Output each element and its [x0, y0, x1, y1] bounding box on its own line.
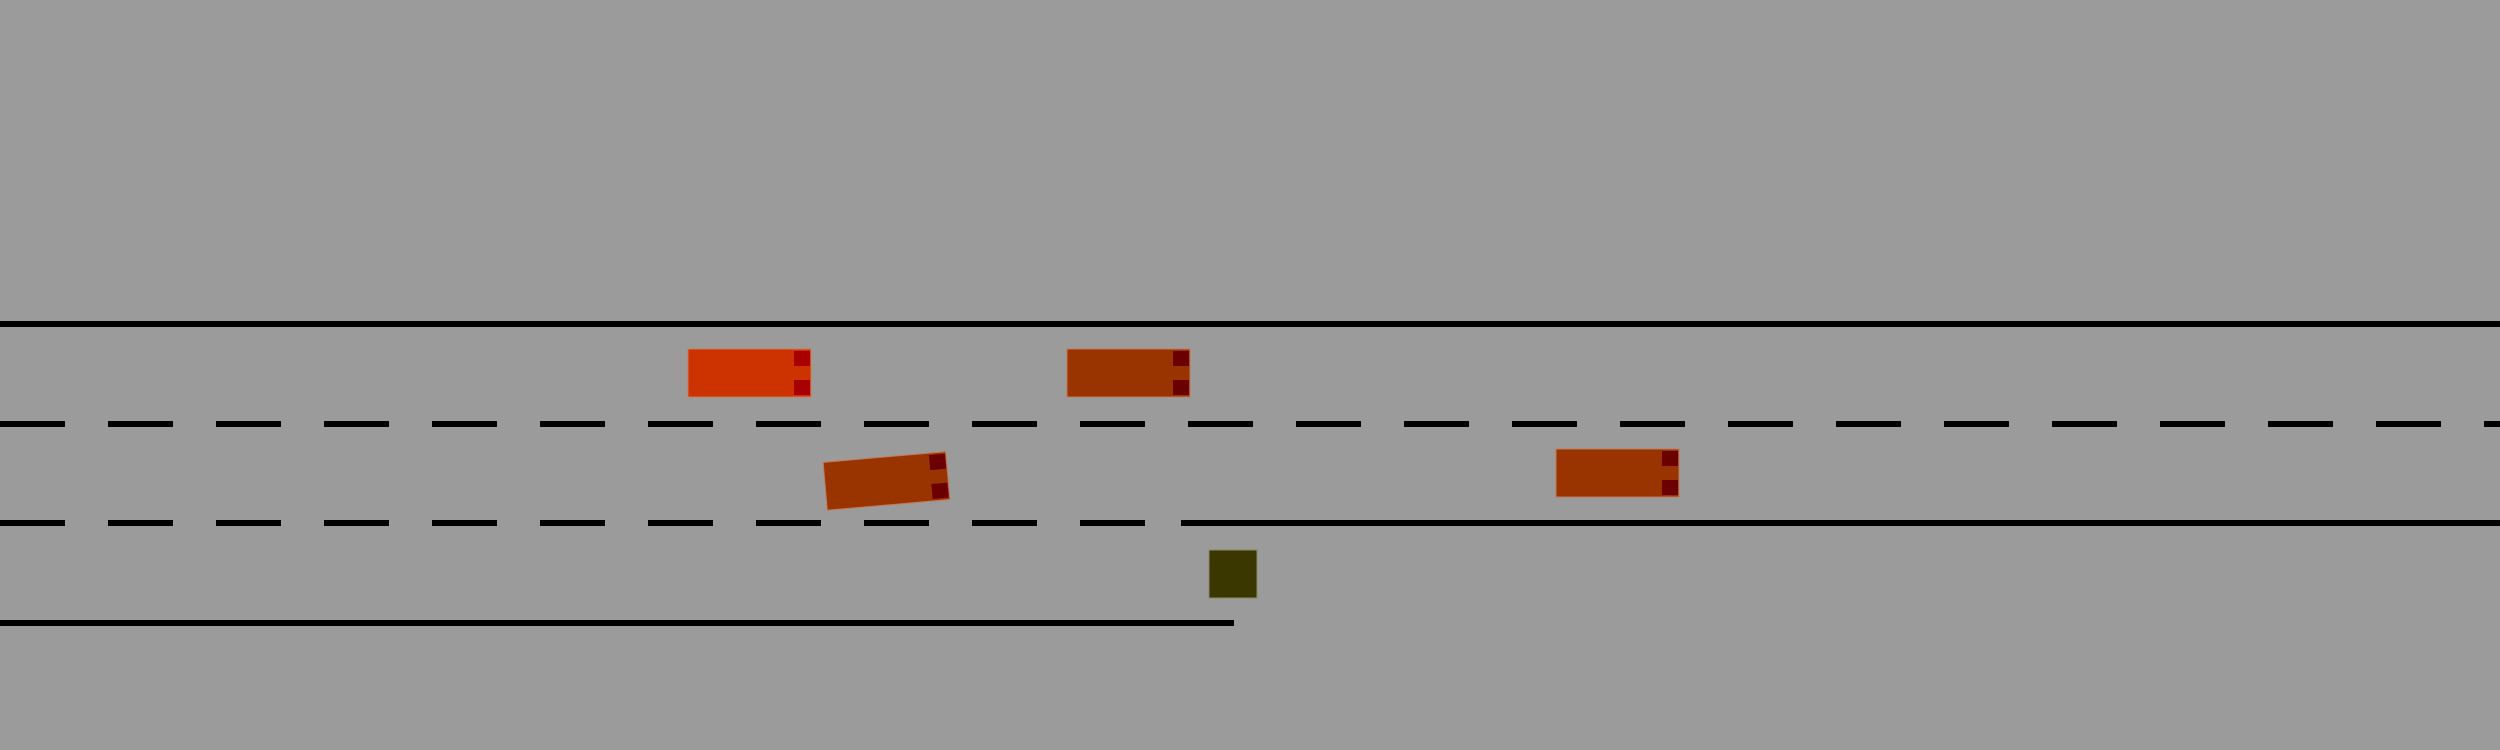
vehicle-body — [1555, 448, 1680, 498]
vehicle-body — [1066, 348, 1191, 398]
headlight-left — [928, 453, 947, 471]
headlight-left — [794, 351, 810, 366]
vehicle-car-4 — [1555, 448, 1680, 498]
vehicle-body — [822, 451, 951, 511]
headlight-left — [1662, 451, 1678, 466]
headlight-right — [1173, 380, 1189, 395]
vehicle-ego-car — [687, 348, 812, 398]
lane-markings — [0, 321, 2500, 626]
headlight-right — [1662, 480, 1678, 495]
vehicle-car-2 — [1066, 348, 1191, 398]
headlight-right — [931, 482, 949, 499]
vehicle-body — [687, 348, 812, 398]
headlight-left — [1173, 351, 1189, 366]
vehicle-car-3 — [822, 451, 951, 511]
obstacle-block — [1208, 549, 1258, 599]
headlight-right — [794, 380, 810, 395]
